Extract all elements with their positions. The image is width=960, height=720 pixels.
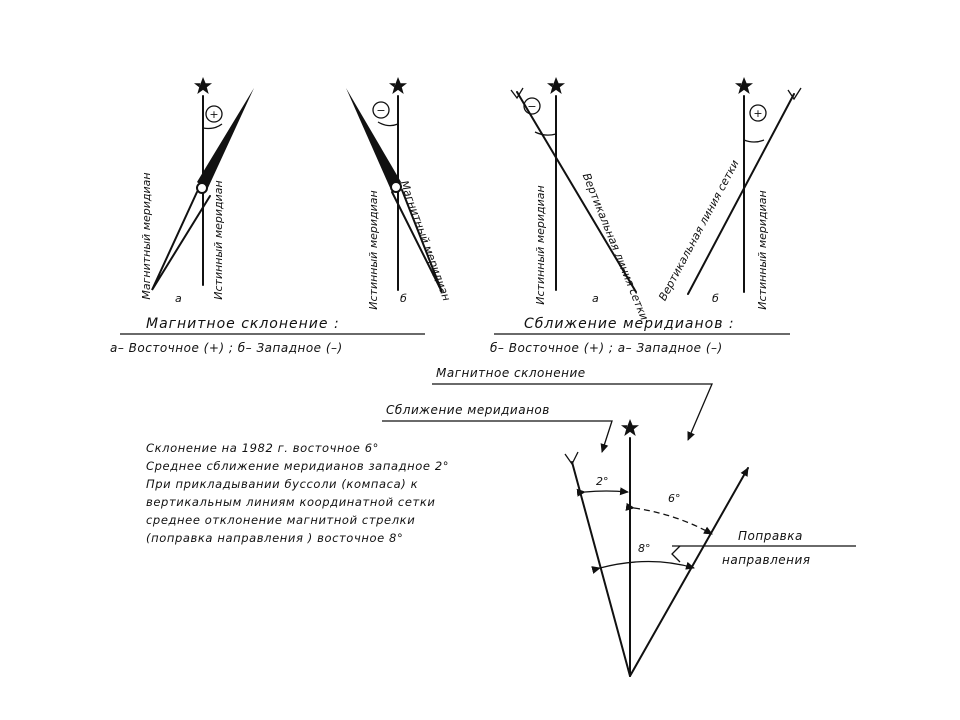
- compass-needle-north: [197, 88, 254, 190]
- compass-needle-south: [391, 189, 443, 293]
- figure-letter: а: [592, 292, 599, 305]
- compass-needle-north: [346, 88, 401, 190]
- grid-line-label: Вертикальная линия сетки: [580, 171, 651, 322]
- figure-letter: а: [175, 292, 182, 305]
- convergence-leader-arrow: [382, 420, 613, 453]
- compass-needle-south: [151, 191, 211, 291]
- magnetic-direction-arrow: [629, 467, 749, 677]
- angle-arc-8: [591, 560, 695, 574]
- angle-2-label: 2°: [596, 475, 609, 488]
- angle-6-label: 6°: [668, 492, 681, 505]
- sign-label: −: [527, 100, 536, 113]
- angle-arc-2: [576, 487, 629, 497]
- magnetic-meridian-label: Магнитный меридиан: [140, 172, 153, 299]
- sign-label: +: [209, 108, 218, 121]
- caption-title: Сближение меридианов :: [524, 316, 735, 332]
- declination-arc: [202, 123, 223, 130]
- declination-leader-label: Магнитное склонение: [436, 366, 586, 380]
- caption-declination: Магнитное склонение : а– Восточное (+) ;…: [110, 316, 425, 355]
- grid-line-fork-icon: [510, 87, 524, 100]
- grid-line-label: Вертикальная линия сетки: [656, 158, 741, 303]
- sign-circle: [749, 104, 767, 122]
- needle-pivot: [390, 181, 402, 193]
- true-meridian-label: Истинный меридиан: [212, 180, 225, 299]
- true-meridian-label: Истинный меридиан: [534, 185, 547, 304]
- caption-title: Магнитное склонение :: [146, 316, 340, 332]
- caption-sub: б– Восточное (+) ; а– Западное (–): [490, 341, 723, 355]
- true-meridian-label: Истинный меридиан: [756, 190, 769, 309]
- sign-label: +: [753, 107, 762, 120]
- grid-line-fork-icon: [564, 451, 579, 466]
- north-star-icon: [194, 77, 212, 94]
- grid-line: [571, 461, 631, 677]
- note-line: При прикладывании буссоли (компаса) к: [146, 477, 418, 491]
- figure-declination-west: − Истинный меридиан Магнитный меридиан б: [346, 77, 453, 310]
- note-line: Склонение на 1982 г. восточное 6°: [146, 441, 379, 455]
- note-line: (поправка направления ) восточное 8°: [146, 531, 403, 545]
- note-line: Среднее сближение меридианов западное 2°: [146, 459, 449, 473]
- needle-pivot: [196, 182, 208, 194]
- note-line: вертикальным линиям координатной сетки: [146, 495, 435, 509]
- figure-declination-east: + Магнитный меридиан Истинный меридиан а: [140, 77, 254, 305]
- figure-letter: б: [400, 292, 407, 305]
- caption-convergence: Сближение меридианов : б– Восточное (+) …: [490, 316, 790, 355]
- sign-circle: [205, 105, 223, 123]
- correction-label-2: направления: [722, 553, 811, 567]
- note-line: среднее отклонение магнитной стрелки: [146, 513, 415, 527]
- declination-arc: [377, 121, 399, 127]
- figure-convergence-west: − Истинный меридиан Вертикальная линия с…: [510, 77, 651, 322]
- grid-line: [516, 91, 637, 293]
- declination-leader-arrow: [432, 383, 713, 441]
- figure-convergence-east: + Вертикальная линия сетки Истинный мери…: [656, 77, 802, 310]
- grid-line-fork-icon: [787, 87, 802, 101]
- true-meridian-label: Истинный меридиан: [367, 190, 380, 309]
- correction-pointer: [671, 545, 681, 563]
- north-star-icon: [389, 77, 407, 94]
- grid-line: [687, 93, 795, 295]
- angle-8-label: 8°: [638, 542, 651, 555]
- convergence-arc: [534, 131, 557, 136]
- sign-circle: [372, 101, 390, 119]
- angle-arc-6: [625, 502, 713, 535]
- north-star-icon: [547, 77, 565, 94]
- sign-circle: [523, 97, 541, 115]
- combined-diagram: Магнитное склонение Сближение меридианов…: [146, 366, 856, 677]
- north-star-icon: [735, 77, 753, 94]
- sign-label: −: [376, 104, 385, 117]
- convergence-leader-label: Сближение меридианов: [386, 403, 550, 417]
- convergence-arc: [743, 139, 765, 143]
- correction-label-1: Поправка: [738, 529, 803, 543]
- figure-letter: б: [712, 292, 719, 305]
- magnetic-meridian-label: Магнитный меридиан: [397, 179, 453, 303]
- caption-sub: а– Восточное (+) ; б– Западное (–): [110, 341, 343, 355]
- north-star-icon: [621, 419, 639, 436]
